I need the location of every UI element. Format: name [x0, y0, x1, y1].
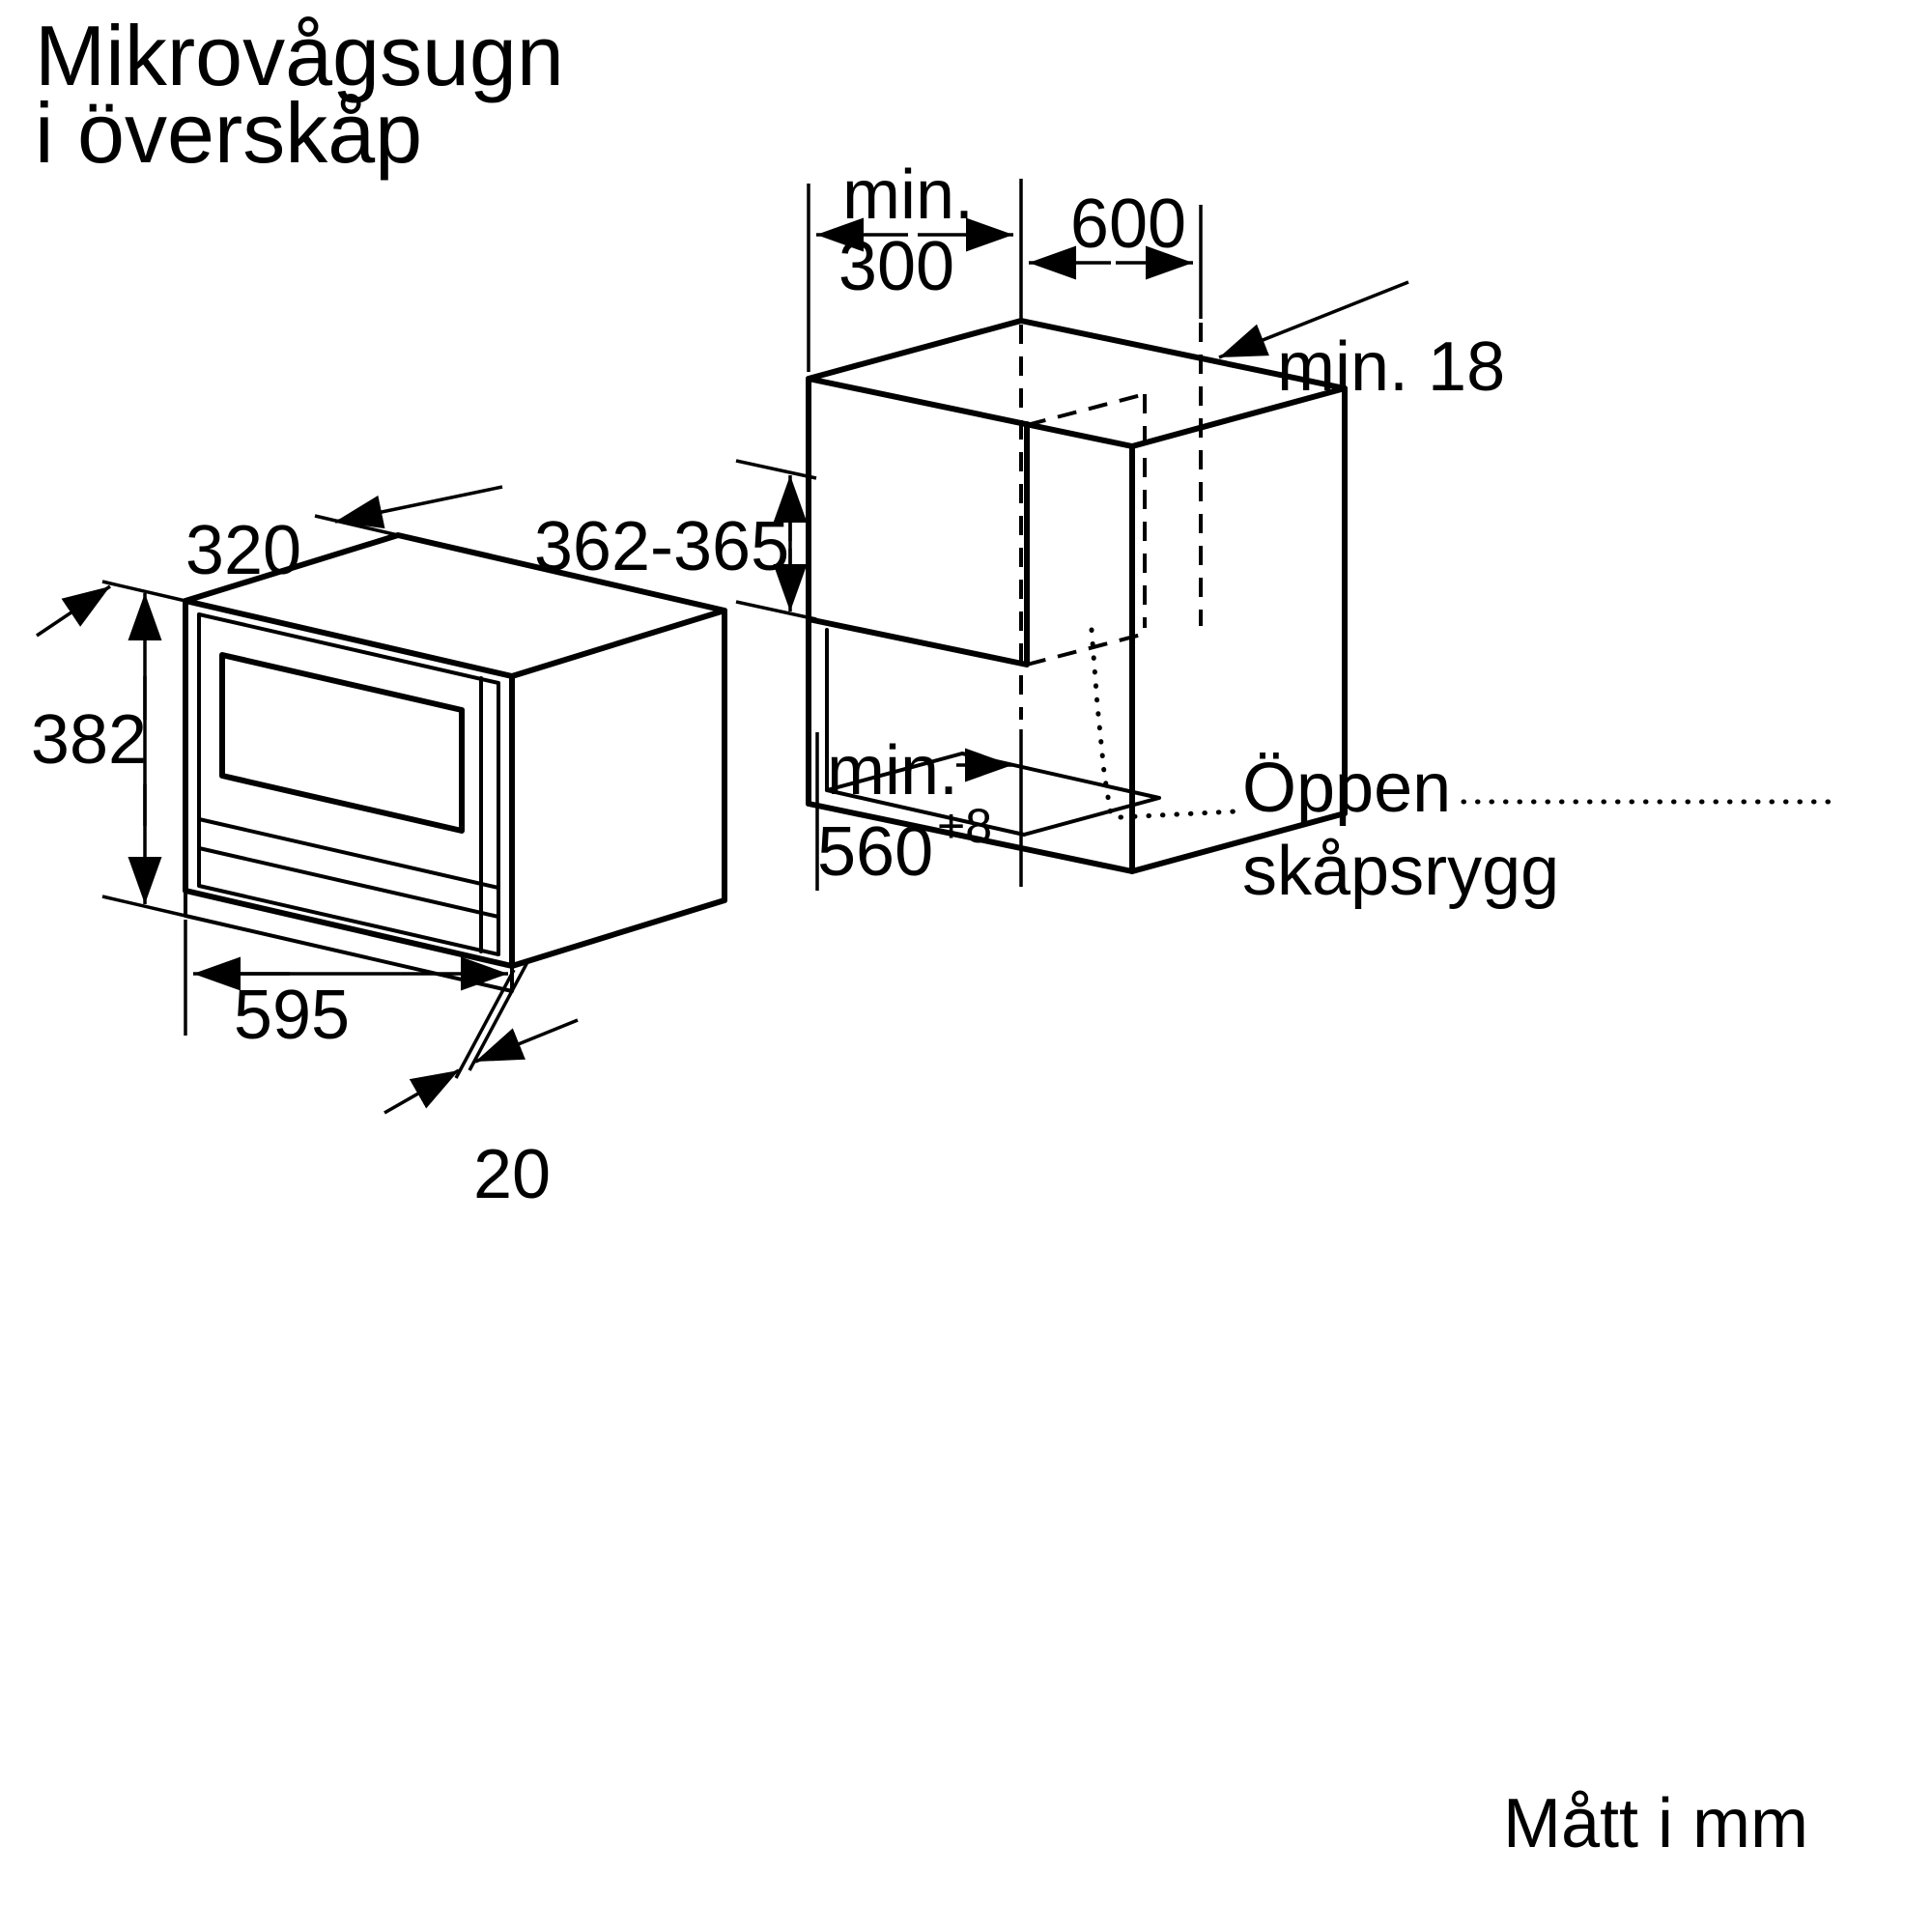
cabinet-niche-floor [825, 752, 1161, 837]
dim-arrow-depth-left [36, 584, 111, 638]
dim-arrow-trim-right [474, 1018, 579, 1064]
dim-oven-depth: 320 [185, 512, 301, 589]
dim-extension-slanted [468, 961, 529, 1071]
cabinet-dimensions: 362-365 min. 300 600 min. 18 min. 560 +8… [534, 156, 1559, 910]
dim-bottom-width-value: 560 [817, 813, 933, 891]
units-note: Mått i mm [1503, 1785, 1808, 1862]
dim-bottom-min-label: min. [827, 732, 958, 810]
dim-side-min: min. 18 [1277, 328, 1505, 406]
dim-oven-height: 382 [31, 701, 147, 779]
cabinet-front-frame [806, 376, 1135, 874]
leader-open-back-horizontal [1118, 809, 1237, 820]
dim-oven-width: 595 [234, 977, 350, 1054]
label-open-back-line2: skåpsrygg [1242, 833, 1559, 910]
oven-door-frame [197, 612, 500, 956]
dim-arrow-trim-left [384, 1068, 460, 1115]
dim-top-min-value: 300 [838, 228, 954, 305]
dim-bottom-width-sup: +8 [937, 799, 992, 853]
label-open-back-line1: Öppen [1242, 750, 1451, 827]
oven-door-window [219, 652, 465, 834]
dim-cabinet-width: 600 [1070, 185, 1186, 263]
cabinet-figure [806, 318, 1838, 874]
page-title-line1: Mikrovågsugn [35, 8, 564, 103]
dim-oven-trim: 20 [473, 1136, 551, 1213]
oven-dimensions: 320 382 595 20 [31, 485, 579, 1213]
dim-tick [101, 580, 186, 603]
page-title-line2: i överskåp [35, 85, 422, 181]
oven-figure [183, 532, 727, 993]
oven-control-band-bottom [197, 846, 500, 919]
oven-bottom-trim [184, 889, 514, 993]
hidden-edge-housing-bottom [1026, 632, 1146, 667]
cabinet-right-back-edge [1129, 385, 1348, 874]
cabinet-housing-front [806, 421, 1030, 668]
dim-niche-height: 362-365 [534, 508, 789, 585]
dim-arrow-min18 [1218, 280, 1409, 359]
dim-top-min-label: min. [842, 156, 974, 234]
dim-arrow-depth-right [334, 485, 503, 529]
oven-right-face [509, 608, 727, 969]
dim-tick [735, 459, 817, 480]
oven-control-band-top [197, 817, 500, 890]
dim-tick [735, 600, 817, 621]
oven-top-face [183, 532, 727, 679]
dim-tick [101, 895, 186, 918]
hidden-edge-housing-top [1026, 392, 1146, 427]
